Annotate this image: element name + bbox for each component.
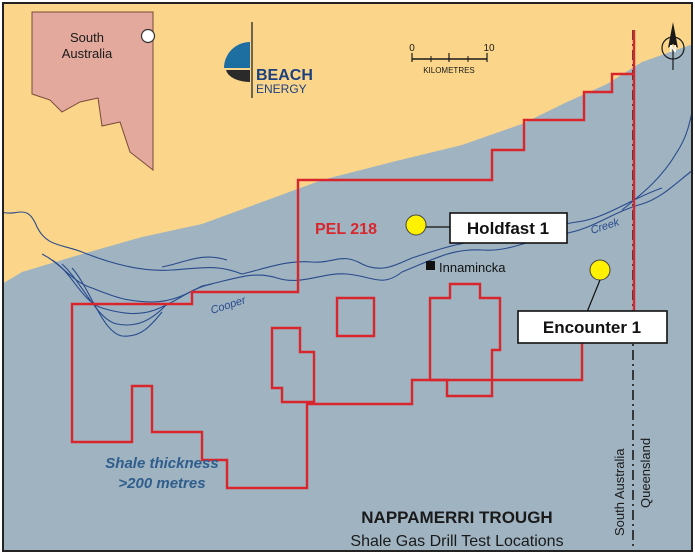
well-holdfast-1: Holdfast 1 <box>405 212 568 244</box>
scale-bar: 0 10 KILOMETRES <box>409 43 495 75</box>
town-label: Innamincka <box>439 260 506 275</box>
pel-block-left <box>270 326 316 404</box>
scale-unit-label: KILOMETRES <box>423 66 475 75</box>
south-australia-shape <box>31 11 154 172</box>
pel-218-boundary <box>70 30 636 490</box>
company-logo: BEACH ENERGY <box>224 22 313 98</box>
logo-line2: ENERGY <box>256 82 307 96</box>
logo-mark-blue <box>224 42 250 68</box>
map-subtitle: Shale Gas Drill Test Locations <box>350 533 563 550</box>
pel-block-middle <box>335 296 376 338</box>
pel-block-right <box>428 282 502 398</box>
state-label-south-australia: South Australia <box>612 448 627 536</box>
logo-mark-dark <box>226 70 250 83</box>
holdfast-label: Holdfast 1 <box>467 219 549 238</box>
town-marker <box>426 261 435 270</box>
logo-line1: BEACH <box>256 67 313 84</box>
well-encounter-1: Encounter 1 <box>517 259 668 344</box>
holdfast-callout-box <box>449 212 568 244</box>
encounter-label: Encounter 1 <box>543 318 641 337</box>
scale-max-label: 10 <box>483 43 495 54</box>
north-label: N <box>669 44 676 55</box>
inset-map: South Australia <box>31 11 156 172</box>
shale-note-line2: >200 metres <box>118 475 205 492</box>
inset-label-line1: South <box>70 30 104 45</box>
encounter-callout-box <box>517 310 668 344</box>
permit-label: PEL 218 <box>315 221 377 238</box>
encounter-well-marker <box>589 259 611 281</box>
scale-min-label: 0 <box>409 43 415 54</box>
holdfast-well-marker <box>405 214 427 236</box>
state-label-queensland: Queensland <box>638 438 653 508</box>
map-title: NAPPAMERRI TROUGH <box>361 508 552 527</box>
shale-note-line1: Shale thickness <box>105 455 218 472</box>
inset-label-line2: Australia <box>62 46 113 61</box>
inset-location-marker <box>140 28 156 44</box>
north-arrow-icon: N <box>661 22 685 70</box>
